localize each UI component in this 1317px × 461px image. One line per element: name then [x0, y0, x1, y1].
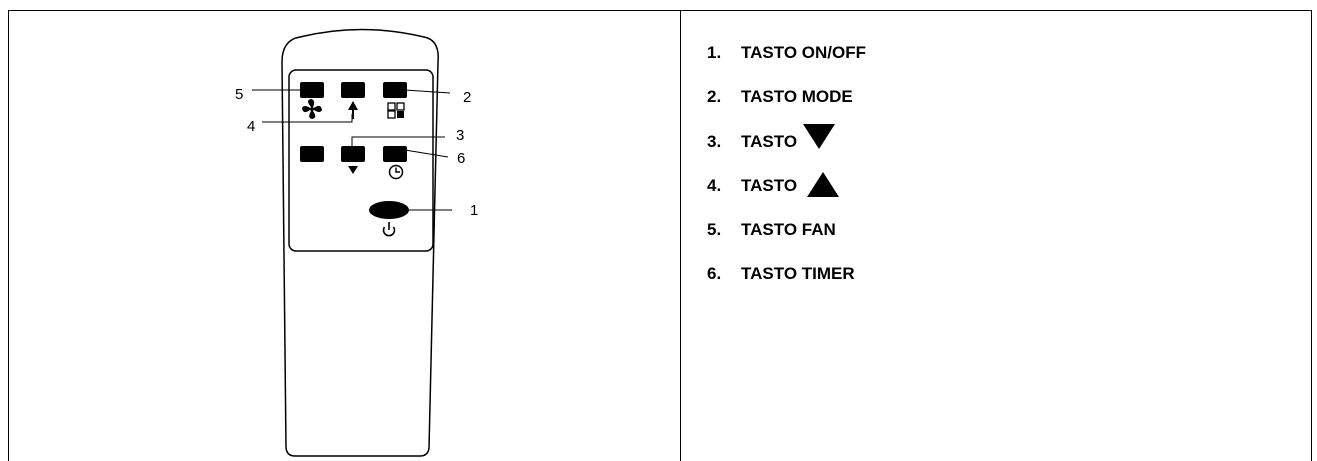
callout-4: 4: [247, 118, 255, 135]
legend-text: TASTO TIMER: [741, 264, 855, 283]
triangle-down-icon: [348, 166, 358, 174]
up-button[interactable]: [341, 82, 365, 98]
legend-number: 5.: [707, 220, 722, 239]
leader-3: [351, 136, 445, 148]
mode-icon: [387, 102, 405, 119]
fan-icon: [302, 99, 322, 119]
legend-number: 6.: [707, 264, 722, 283]
down-button[interactable]: [341, 146, 365, 162]
timer-button[interactable]: [383, 146, 407, 162]
timer-icon: [388, 164, 404, 180]
callout-3: 3: [456, 127, 464, 144]
mode-button[interactable]: [383, 82, 407, 98]
leader-6: [404, 149, 449, 158]
legend-number: 2.: [707, 87, 722, 106]
arrow-up-icon: [348, 101, 358, 119]
triangle-up-icon: [807, 172, 839, 197]
legend-number: 4.: [707, 176, 722, 195]
callout-5: 5: [235, 86, 243, 103]
legend-number: 1.: [707, 43, 722, 62]
power-icon: [382, 222, 396, 237]
legend-text: TASTO MODE: [741, 87, 853, 106]
legend-text: TASTO FAN: [741, 220, 836, 239]
legend-text: TASTO: [741, 132, 798, 151]
left-button[interactable]: [300, 146, 324, 162]
leader-2: [404, 89, 451, 94]
fan-button[interactable]: [300, 82, 324, 98]
leader-lines: [252, 89, 452, 211]
legend-number: 3.: [707, 132, 722, 151]
callout-2: 2: [463, 89, 471, 106]
callout-1: 1: [470, 202, 478, 219]
callout-6: 6: [457, 150, 465, 167]
legend-text: TASTO: [741, 176, 798, 195]
legend-text: TASTO ON/OFF: [741, 43, 866, 62]
leader-4: [262, 114, 353, 123]
power-button[interactable]: [369, 201, 409, 219]
triangle-down-icon: [803, 124, 835, 149]
